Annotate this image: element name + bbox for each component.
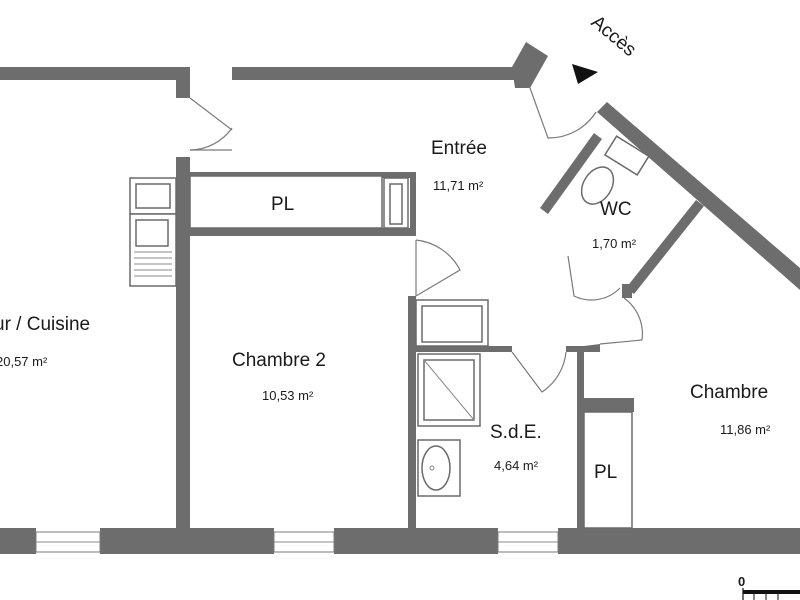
toilet — [580, 135, 650, 205]
access-label: Accès — [587, 12, 640, 61]
wall-wc-left — [540, 133, 602, 214]
washbasin — [421, 445, 451, 491]
wall-bottom-3 — [334, 528, 498, 554]
closet-label-right: PL — [594, 462, 617, 483]
wall-pl-top — [190, 172, 386, 176]
wall-top-mid — [232, 67, 528, 80]
windows — [35, 531, 559, 553]
room-name-sejour: ur / Cuisine — [0, 314, 90, 335]
wall-pl-right-side — [410, 172, 416, 236]
kitchen-sink-basin — [135, 219, 169, 247]
pl-closet-top — [189, 175, 383, 229]
wall-partition-right — [577, 346, 584, 530]
door-sde — [511, 351, 567, 393]
room-name-chambre2: Chambre 2 — [232, 350, 326, 371]
scale-bar: 0 — [738, 574, 800, 600]
wall-bottom-2 — [100, 528, 274, 554]
kitchen-cabinet-inner — [135, 183, 171, 209]
wall-sde-top — [408, 346, 512, 352]
kitchen-drainboard — [134, 251, 172, 277]
room-area-chambre1: 11,86 m² — [720, 422, 771, 437]
room-area-sejour: 20,57 m² — [0, 354, 48, 369]
pl-closet-right — [583, 411, 633, 529]
wall-bottom-4 — [558, 528, 800, 554]
fixtures — [129, 135, 650, 529]
door-living — [189, 97, 233, 151]
wall-partition-sde — [408, 296, 416, 530]
wall-pl-right — [382, 172, 416, 178]
access-arrow-icon — [572, 64, 598, 84]
room-area-entree: 11,71 m² — [433, 178, 484, 193]
room-name-wc: WC — [600, 199, 632, 220]
shower-screen-inner — [421, 305, 483, 343]
room-name-entree: Entrée — [431, 138, 487, 159]
wall-diagonal — [597, 102, 800, 290]
door-chambre1 — [599, 297, 644, 345]
door-wc — [567, 255, 621, 301]
scale-zero: 0 — [738, 574, 745, 589]
door-chambre2 — [415, 239, 461, 297]
wall-pl-bottom — [190, 228, 416, 236]
wall-wc-stub — [622, 284, 632, 298]
wall-top-corner — [512, 42, 548, 88]
walls — [0, 42, 800, 554]
room-labels: ur / Cuisine 20,57 m² Chambre 2 10,53 m²… — [0, 138, 771, 483]
wall-pl-right-top — [584, 398, 634, 412]
wall-wc-bottom — [626, 200, 704, 294]
room-name-chambre1: Chambre — [690, 382, 768, 403]
room-name-sde: S.d.E. — [490, 422, 542, 443]
wall-top-left — [0, 67, 185, 80]
room-area-wc: 1,70 m² — [592, 236, 637, 251]
door-entrance — [529, 87, 597, 139]
wall-top-left-stub — [176, 67, 190, 98]
doors — [189, 87, 644, 393]
wall-partition-left — [176, 157, 190, 530]
pl-closet-side-inner — [389, 183, 403, 225]
room-area-chambre2: 10,53 m² — [262, 388, 314, 403]
closet-label-top: PL — [271, 194, 294, 215]
wall-bottom-1 — [0, 528, 36, 554]
wall-entree-corner — [568, 344, 600, 352]
scale-bar-segment — [743, 590, 800, 594]
room-area-sde: 4,64 m² — [494, 458, 539, 473]
